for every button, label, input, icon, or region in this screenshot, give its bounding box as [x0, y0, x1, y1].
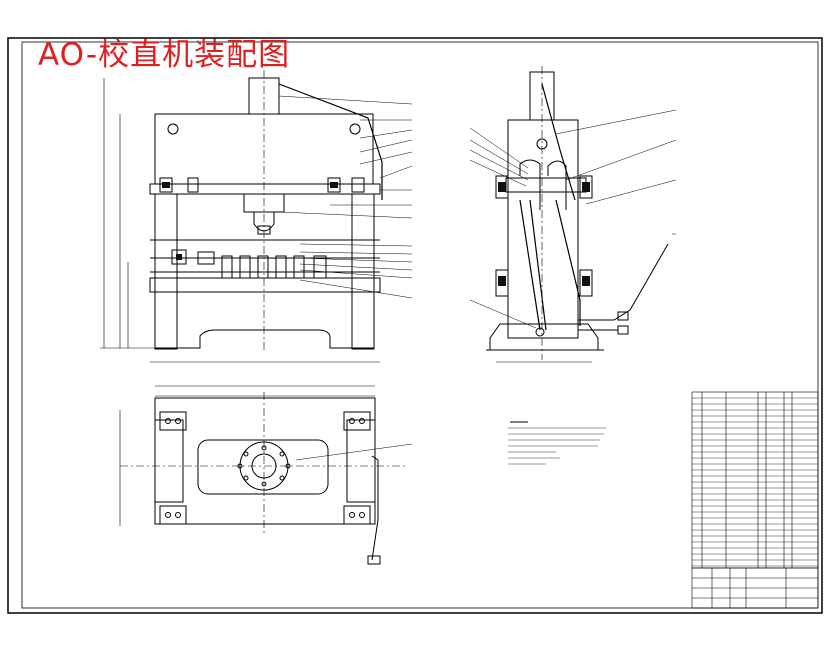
- technical-notes: [508, 421, 606, 465]
- front-view: [100, 70, 413, 363]
- parts-list-rows: [692, 397, 818, 567]
- title-block: [691, 567, 819, 609]
- top-view: [119, 385, 413, 565]
- side-view: [469, 66, 677, 363]
- outer-frame: [7, 37, 823, 614]
- drawing-title: AO-校直机装配图: [38, 37, 291, 73]
- inner-frame: [21, 41, 819, 609]
- parts-list: [691, 391, 819, 569]
